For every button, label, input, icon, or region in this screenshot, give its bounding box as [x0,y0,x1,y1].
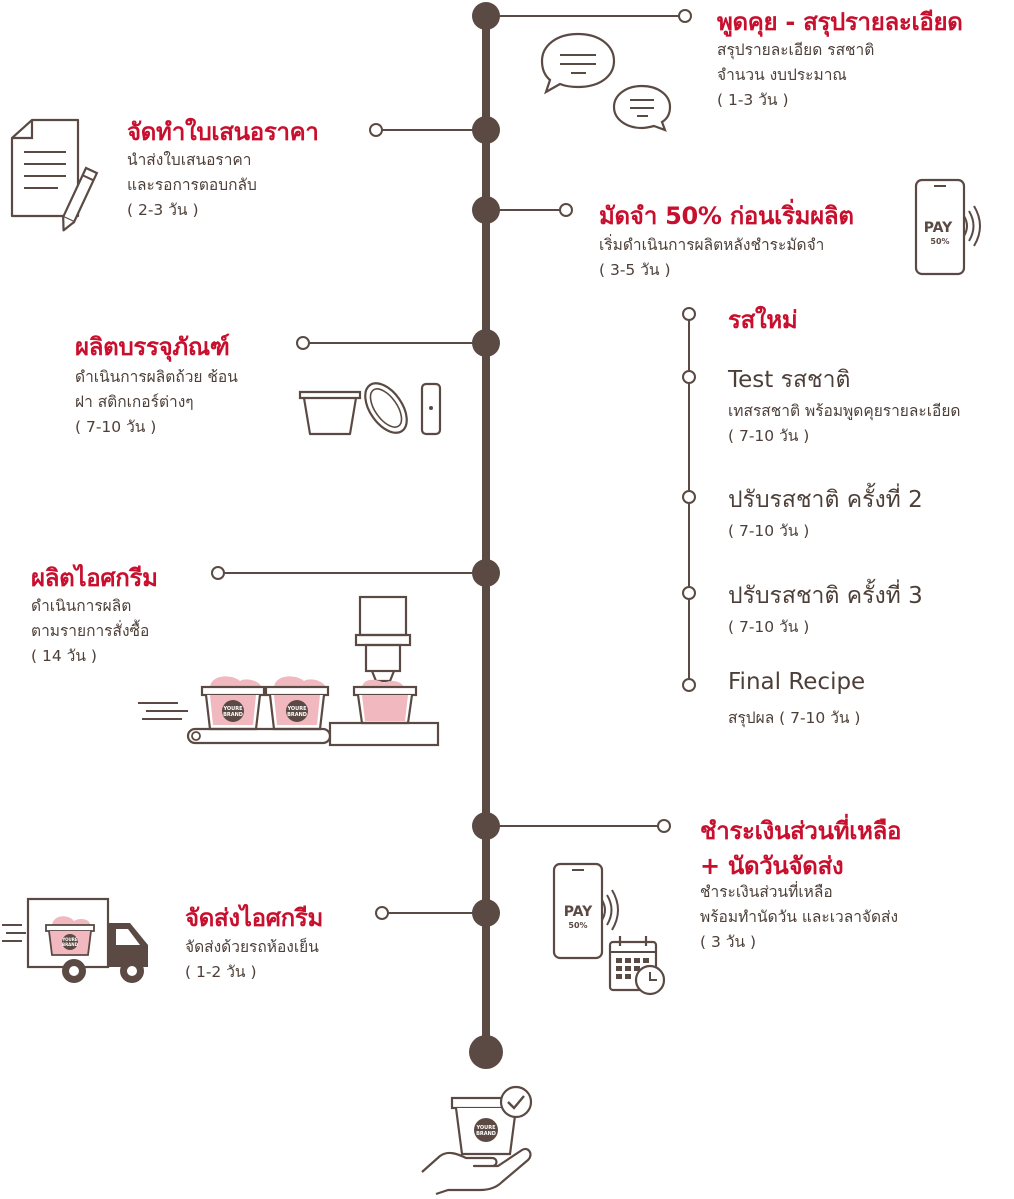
recipe-2-desc: ( 7-10 วัน ) [728,519,809,544]
step-2-title: จัดทำใบเสนอราคา [127,118,319,146]
brand-2-line-1: YOURE [286,706,307,712]
connector-ring-1 [678,9,692,23]
step-5-line-3: ( 14 วัน ) [31,647,97,665]
step-1-line-1: สรุปรายละเอียด รสชาติ [717,41,875,59]
step-2-line-1: นำส่งใบเสนอราคา [127,151,252,169]
recipe-2-line-1: ( 7-10 วัน ) [728,522,810,540]
step-6-line-1: ชำระเงินส่วนที่เหลือ [700,883,833,901]
connector-7 [383,912,486,914]
brand-truck-line-2: BRAND [62,942,79,947]
recipe-1-desc: เทสรสชาติ พร้อมพูดคุยรายละเอียด ( 7-10 ว… [728,399,960,449]
conveyor-icon: YOURE BRAND YOURE BRAND [138,595,440,747]
step-3-title: มัดจำ 50% ก่อนเริ่มผลิต [599,202,854,230]
step-6-line-2: พร้อมทำนัดวัน และเวลาจัดส่ง [700,908,899,926]
packaging-icon [298,382,442,436]
timeline-spine [482,14,490,1054]
pay-percent-1: 50% [930,237,949,246]
step-5-line-2: ตามรายการสั่งซื้อ [31,622,150,640]
step-4-desc: ดำเนินการผลิตถ้วย ช้อน ฝา สติกเกอร์ต่างๆ… [75,365,238,440]
hand-cup-check-icon: YOURE BRAND [421,1085,533,1196]
connector-2 [377,129,486,131]
recipe-ring-0 [682,307,696,321]
step-1-line-3: ( 1-3 วัน ) [717,91,789,109]
recipe-ring-2 [682,490,696,504]
payment-calendar-icon: PAY 50% [552,862,666,996]
connector-ring-6 [657,819,671,833]
recipe-title: รสใหม่ [728,306,798,334]
connector-ring-5 [211,566,225,580]
recipe-4-line-1: สรุปผล ( 7-10 วัน ) [728,709,861,727]
brand-1-line-1: YOURE [222,706,243,712]
document-pencil-icon [10,118,99,232]
recipe-1-title: Test รสชาติ [728,367,851,393]
pay-label-2: PAY [564,904,593,920]
step-4-line-1: ดำเนินการผลิตถ้วย ช้อน [75,368,238,386]
step-4-line-2: ฝา สติกเกอร์ต่างๆ [75,393,194,411]
step-4-line-3: ( 7-10 วัน ) [75,418,157,436]
recipe-3-title: ปรับรสชาติ ครั้งที่ 3 [728,583,923,609]
connector-6 [486,825,663,827]
connector-ring-7 [375,906,389,920]
step-2-line-2: และรอการตอบกลับ [127,176,257,194]
phone-payment-icon: PAY 50% [914,178,981,276]
step-6-line-3: ( 3 วัน ) [700,933,757,951]
step-7-desc: จัดส่งด้วยรถห้องเย็น ( 1-2 วัน ) [185,935,319,985]
brand-truck-line-1: YOURE [61,937,77,942]
connector-4 [304,342,486,344]
step-3-line-1: เริ่มดำเนินการผลิตหลังชำระมัดจำ [599,236,825,254]
recipe-1-line-1: เทสรสชาติ พร้อมพูดคุยรายละเอียด [728,402,961,420]
timeline-end-node [469,1035,503,1069]
recipe-ring-4 [682,678,696,692]
brand-final-line-1: YOURE [475,1125,496,1131]
step-4-title: ผลิตบรรจุภัณฑ์ [75,333,230,361]
recipe-ring-1 [682,370,696,384]
step-7-line-2: ( 1-2 วัน ) [185,963,257,981]
step-7-title: จัดส่งไอศกรีม [185,904,323,932]
pay-label-1: PAY [924,220,953,236]
step-2-line-3: ( 2-3 วัน ) [127,201,199,219]
step-2-desc: นำส่งใบเสนอราคา และรอการตอบกลับ ( 2-3 วั… [127,148,257,223]
step-1-line-2: จำนวน งบประมาณ [717,66,847,84]
recipe-3-desc: ( 7-10 วัน ) [728,615,809,640]
step-7-line-1: จัดส่งด้วยรถห้องเย็น [185,938,319,956]
recipe-1-line-2: ( 7-10 วัน ) [728,427,810,445]
step-6-title: ชำระเงินส่วนที่เหลือ [700,817,902,845]
chat-bubbles-icon [540,32,672,132]
step-1-title: พูดคุย - สรุปรายละเอียด [717,8,963,36]
cup-3 [352,679,418,725]
step-5-title: ผลิตไอศกรีม [31,564,158,592]
step-5-desc: ดำเนินการผลิต ตามรายการสั่งซื้อ ( 14 วัน… [31,594,149,669]
step-6-title-2: + นัดวันจัดส่ง [700,852,844,880]
recipe-4-title: Final Recipe [728,669,866,695]
step-5-line-1: ดำเนินการผลิต [31,597,132,615]
connector-ring-2 [369,123,383,137]
recipe-3-line-1: ( 7-10 วัน ) [728,618,810,636]
cup-2: YOURE BRAND [264,676,330,731]
recipe-2-title: ปรับรสชาติ ครั้งที่ 2 [728,487,923,513]
connector-3 [486,209,566,211]
step-6-desc: ชำระเงินส่วนที่เหลือ พร้อมทำนัดวัน และเว… [700,880,898,955]
brand-1-line-2: BRAND [223,712,243,718]
connector-ring-3 [559,203,573,217]
step-3-line-2: ( 3-5 วัน ) [599,261,671,279]
connector-5 [219,572,486,574]
brand-final-line-2: BRAND [476,1131,496,1137]
brand-2-line-2: BRAND [287,712,307,718]
recipe-ring-3 [682,586,696,600]
connector-1 [486,15,684,17]
truck-icon: YOURE BRAND [2,897,148,983]
pay-percent-2: 50% [568,921,587,930]
cup-1: YOURE BRAND [200,676,266,731]
step-3-desc: เริ่มดำเนินการผลิตหลังชำระมัดจำ ( 3-5 วั… [599,233,824,283]
recipe-4-desc: สรุปผล ( 7-10 วัน ) [728,706,860,731]
connector-ring-4 [296,336,310,350]
step-1-desc: สรุปรายละเอียด รสชาติ จำนวน งบประมาณ ( 1… [717,38,874,113]
